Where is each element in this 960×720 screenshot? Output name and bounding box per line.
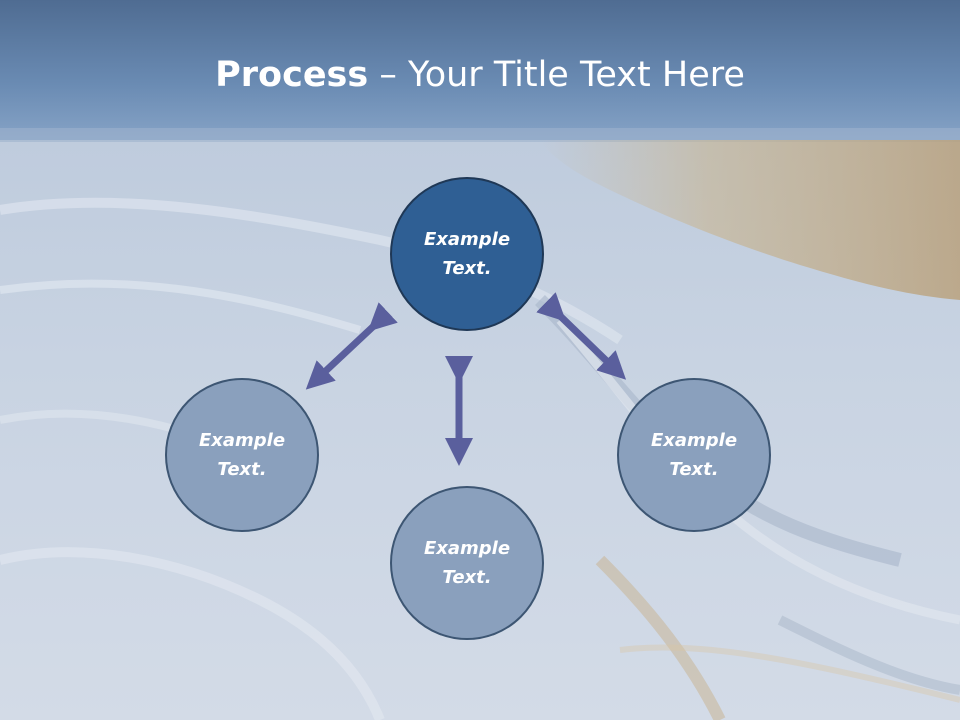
node-bottom[interactable]: Example Text. <box>390 486 544 640</box>
title-dash: – <box>368 55 408 95</box>
node-bottom-line2: Text. <box>442 567 492 588</box>
slide-title: Process – Your Title Text Here <box>0 52 960 98</box>
node-center[interactable]: Example Text. <box>390 177 544 331</box>
title-strong: Process <box>215 55 369 95</box>
node-left[interactable]: Example Text. <box>165 378 319 532</box>
node-bottom-line1: Example <box>423 538 511 559</box>
node-left-line2: Text. <box>217 459 267 480</box>
title-rest: Your Title Text Here <box>407 55 745 95</box>
node-center-line2: Text. <box>442 258 492 279</box>
node-right[interactable]: Example Text. <box>617 378 771 532</box>
node-center-line1: Example <box>423 229 511 250</box>
node-left-line1: Example <box>198 430 286 451</box>
node-right-line1: Example <box>650 430 738 451</box>
node-right-line2: Text. <box>669 459 719 480</box>
